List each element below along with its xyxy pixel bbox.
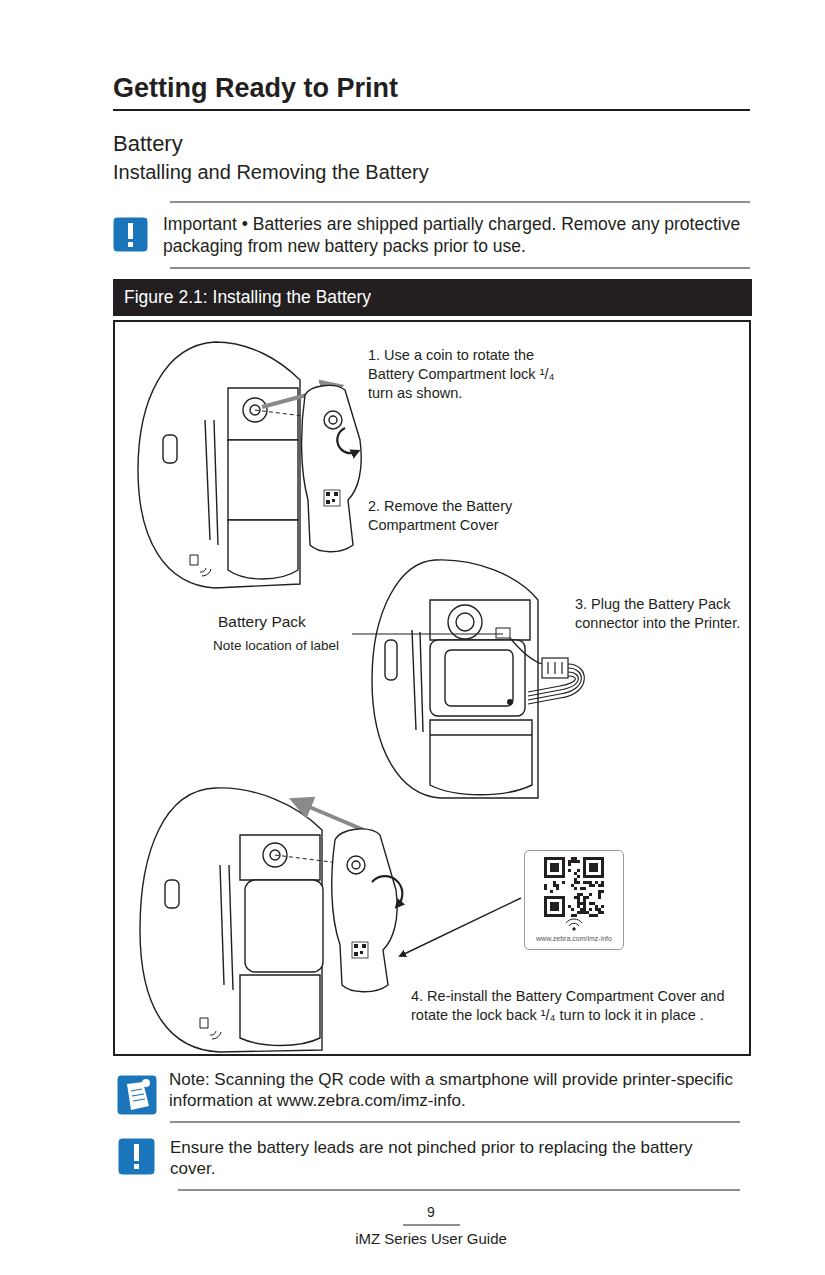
footer-rule	[403, 1224, 460, 1225]
printer-illustration	[372, 560, 538, 798]
rotate-arrow	[372, 876, 402, 905]
leader-line	[352, 634, 503, 635]
battery-wires	[510, 638, 584, 704]
important-note: Important • Batteries are shipped partia…	[163, 214, 745, 258]
qr-label: www.zebra.com/imz-info	[524, 850, 624, 950]
page-title: Getting Ready to Print	[113, 72, 753, 106]
url-text: www.zebra.com/imz-info	[528, 935, 620, 943]
pointer-arrow	[400, 898, 521, 956]
part-note: Note location of label	[213, 638, 363, 655]
qr-code	[544, 857, 604, 917]
note-icon	[117, 1075, 157, 1115]
step-text: 1. Use a coin to rotate the Battery Comp…	[368, 346, 578, 403]
important-icon	[118, 1138, 155, 1175]
figure-frame	[114, 321, 750, 1055]
printer-illustration	[140, 788, 323, 1052]
note-text: Note: Scanning the QR code with a smartp…	[169, 1069, 744, 1112]
step-text: 3. Plug the Battery Pack connector into …	[575, 595, 743, 633]
title-rule	[113, 109, 750, 111]
note-rule	[170, 201, 750, 202]
part-label: Battery Pack	[218, 612, 346, 631]
battery-cover	[332, 829, 397, 992]
note-rule	[170, 1121, 740, 1122]
subsection-heading: Installing and Removing the Battery	[113, 160, 713, 185]
important-icon	[113, 217, 148, 252]
page-number: 9	[401, 1204, 461, 1222]
note-rule	[170, 267, 750, 268]
step-text: 4. Re-install the Battery Compartment Co…	[411, 987, 746, 1025]
section-heading: Battery	[113, 130, 513, 158]
figure-caption: Figure 2.1: Installing the Battery	[124, 287, 741, 308]
note-rule	[178, 1189, 740, 1190]
printer-illustration	[138, 342, 300, 588]
rotate-arrow	[337, 428, 356, 453]
footer-text: iMZ Series User Guide	[301, 1230, 561, 1249]
label-dot	[507, 699, 513, 705]
nfc-symbol	[566, 919, 582, 930]
step-text: 2. Remove the Battery Compartment Cover	[368, 497, 578, 535]
important-note: Ensure the battery leads are not pinched…	[170, 1137, 740, 1180]
battery-cover	[302, 385, 362, 551]
figure-band: Figure 2.1: Installing the Battery	[113, 279, 752, 316]
